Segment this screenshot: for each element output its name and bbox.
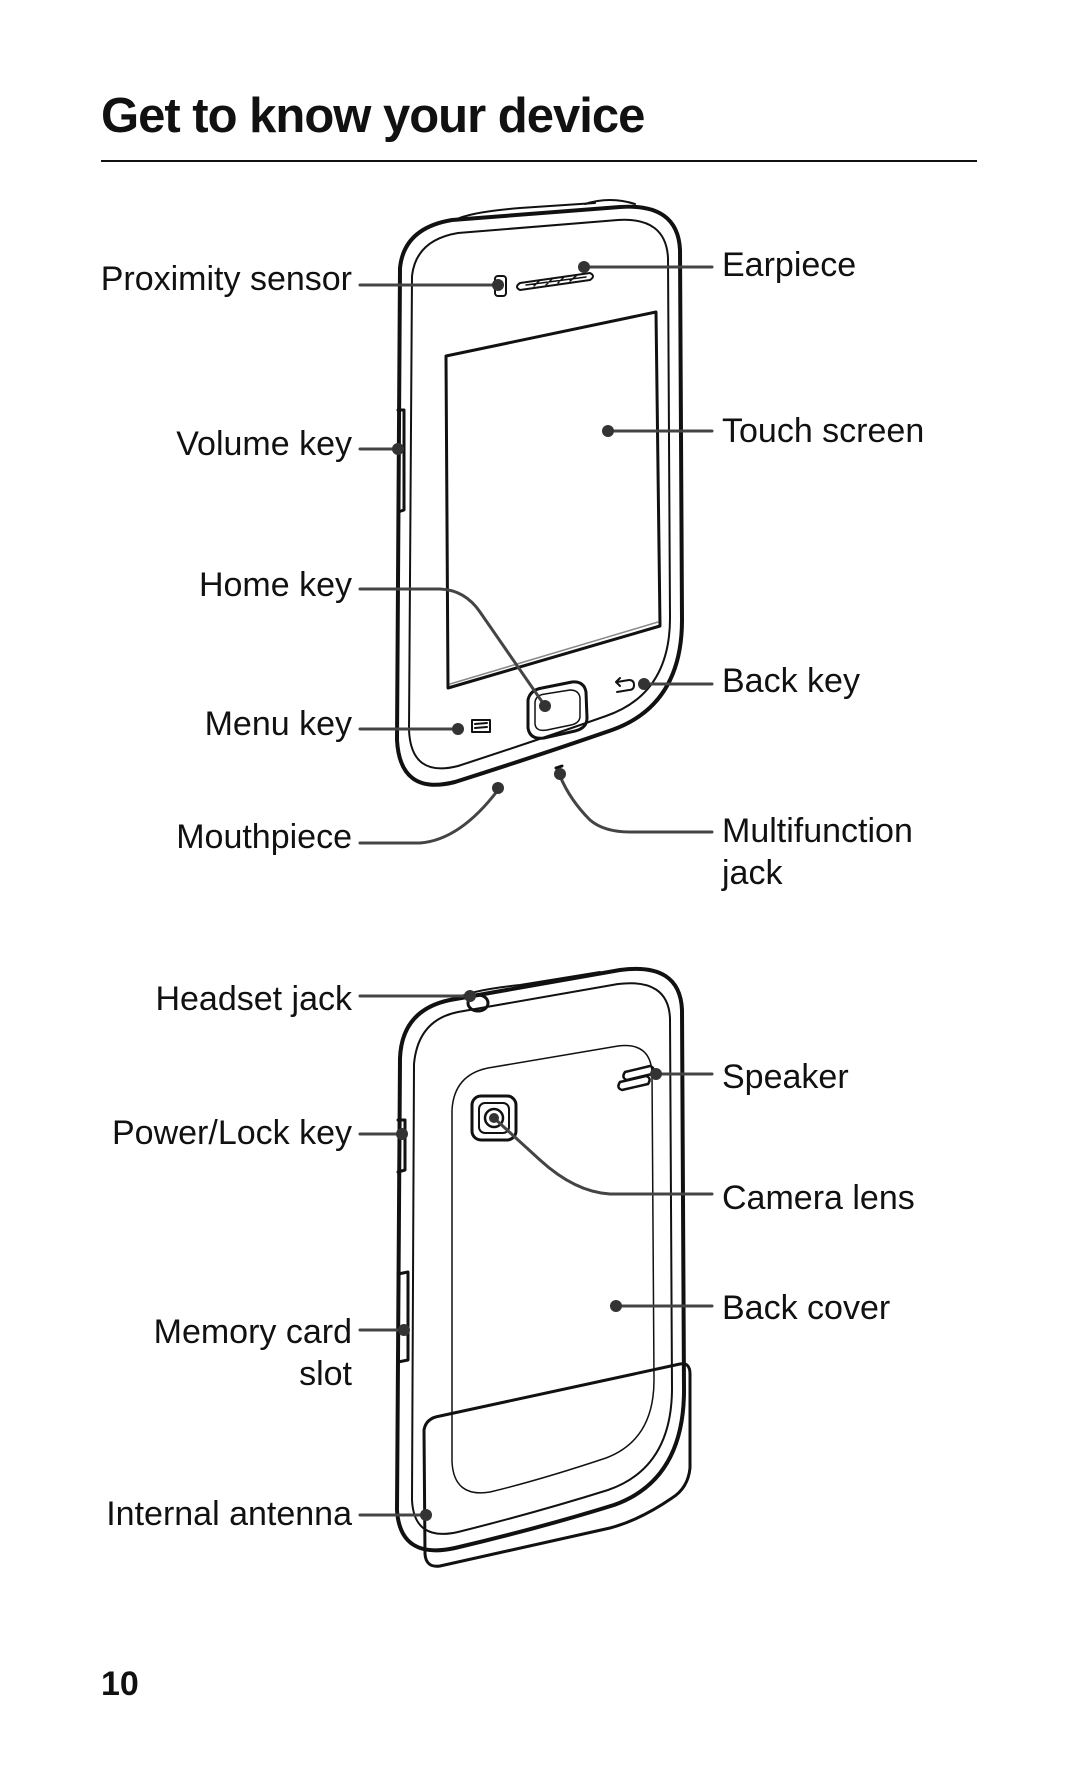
label-headset-jack: Headset jack (155, 980, 352, 1018)
label-camera-lens: Camera lens (722, 1179, 915, 1217)
label-menu-key: Menu key (204, 705, 352, 743)
label-memory-card-slot-line1: Memory card (153, 1313, 352, 1351)
label-mouthpiece: Mouthpiece (176, 818, 352, 856)
phone-front-illustration (395, 199, 684, 787)
label-volume-key: Volume key (176, 425, 352, 463)
label-multifunction-jack-line1: Multifunction (722, 812, 913, 850)
menu-key-icon (471, 719, 491, 733)
back-key-icon (615, 677, 635, 693)
label-multifunction-jack-line2: jack (722, 854, 783, 892)
label-speaker: Speaker (722, 1058, 849, 1096)
camera-lens-icon (470, 1094, 518, 1142)
page-title: Get to know your device (101, 89, 645, 143)
label-back-cover: Back cover (722, 1289, 891, 1327)
label-power-lock-key: Power/Lock key (112, 1114, 352, 1152)
label-internal-antenna: Internal antenna (106, 1495, 352, 1533)
label-home-key: Home key (198, 566, 352, 604)
page-number: 10 (101, 1665, 139, 1703)
label-earpiece: Earpiece (722, 246, 857, 284)
phone-back-illustration (395, 966, 692, 1568)
label-memory-card-slot-line2: slot (299, 1355, 352, 1393)
label-proximity-sensor: Proximity sensor (100, 260, 352, 298)
label-back-key: Back key (722, 662, 860, 700)
title-rule (101, 160, 977, 162)
label-touch-screen: Touch screen (722, 412, 925, 450)
speaker-grille-icon (617, 1064, 655, 1092)
